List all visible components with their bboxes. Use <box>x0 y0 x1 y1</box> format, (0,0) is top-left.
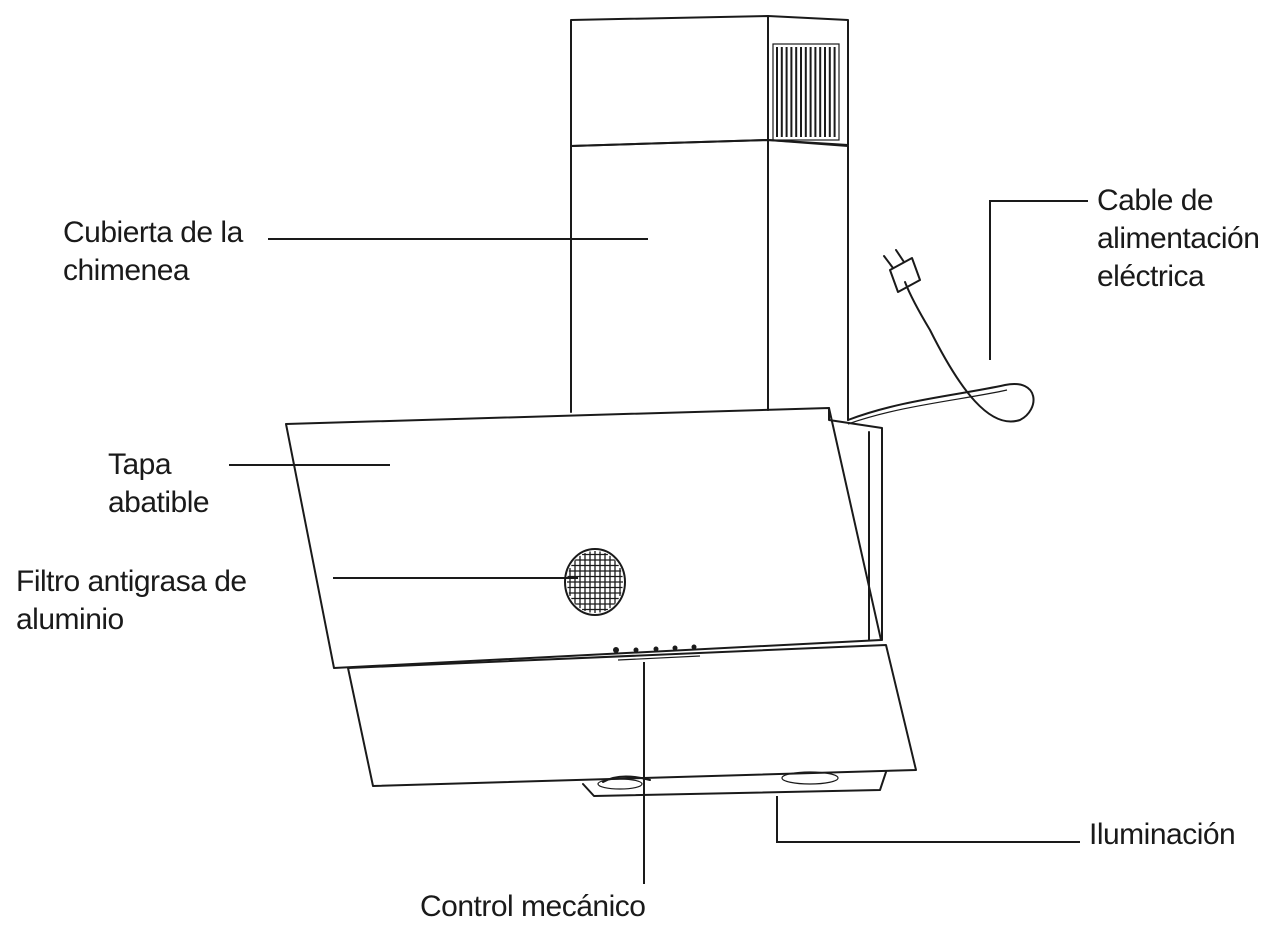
label-flip-cover: Tapa abatible <box>108 446 210 522</box>
control-buttons-icon <box>613 644 701 661</box>
flip-cover-panel <box>285 407 883 669</box>
label-power-cable-line1: Cable de <box>1097 184 1214 217</box>
chimney-lower-section <box>570 139 849 421</box>
label-mechanical-control: Control mecánico <box>420 890 646 923</box>
label-aluminium-filter-line1: Filtro antigrasa de <box>16 565 247 598</box>
grease-filter-icon <box>564 548 626 616</box>
label-power-cable-line3: eléctrica <box>1097 260 1205 293</box>
label-power-cable: Cable de alimentación eléctrica <box>1097 182 1260 296</box>
label-flip-cover-line2: abatible <box>108 486 210 519</box>
label-aluminium-filter: Filtro antigrasa de aluminio <box>16 563 247 639</box>
label-flip-cover-line1: Tapa <box>108 448 172 481</box>
label-aluminium-filter-line2: aluminio <box>16 603 124 636</box>
leader-power-cable <box>989 200 1088 360</box>
hood-lower-body <box>347 644 917 797</box>
label-chimney-cover: Cubierta de la chimenea <box>63 214 243 290</box>
label-lighting: Iluminación <box>1089 818 1236 851</box>
label-power-cable-line2: alimentación <box>1097 222 1260 255</box>
label-chimney-cover-line2: chimenea <box>63 254 190 287</box>
label-chimney-cover-line1: Cubierta de la <box>63 216 243 249</box>
power-cable-icon <box>847 249 1035 425</box>
leader-lighting <box>776 796 1080 843</box>
vent-grille-icon <box>772 43 840 141</box>
